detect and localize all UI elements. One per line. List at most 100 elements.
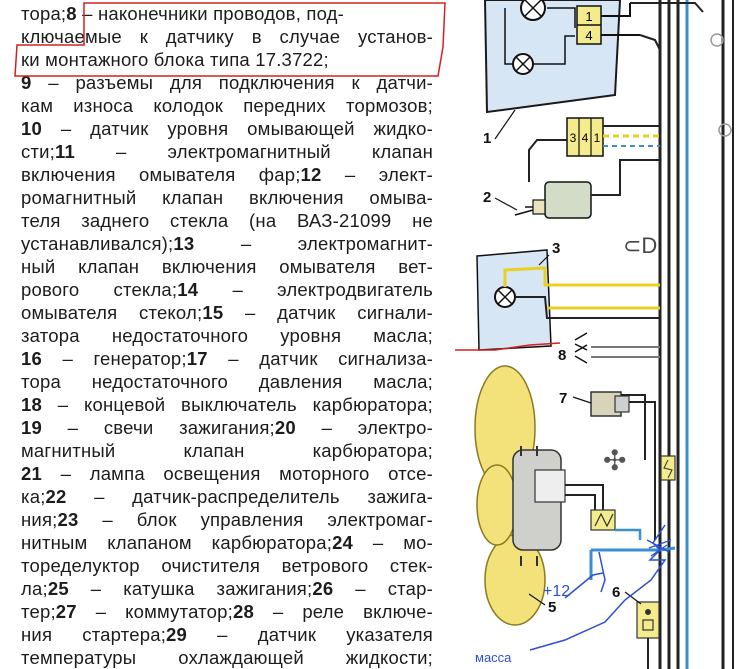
legend-text: – датчик сигнализа- xyxy=(207,348,433,369)
legend-text: температуры охлаждающей жидкости; xyxy=(21,647,433,668)
legend-number: 8 xyxy=(66,3,77,24)
legend-text: рового стекла; xyxy=(21,279,178,300)
legend-line: 10 – датчик уровня омывающей жидко- xyxy=(21,117,433,140)
red-annotation-line xyxy=(455,342,561,351)
plus12-annotation: +12 xyxy=(543,583,570,600)
legend-number: 20 xyxy=(274,417,296,438)
legend-line: тора;8 – наконечники проводов, под- xyxy=(21,2,344,25)
legend-line: магнитный клапан карбюратора; xyxy=(21,439,433,462)
legend-line: ключаемые к датчику в случае установ- xyxy=(21,25,433,48)
legend-number: 17 xyxy=(186,348,208,369)
legend-text: – мо- xyxy=(353,532,433,553)
legend-text: теля заднего стекла (на ВАЗ-21099 не xyxy=(21,210,433,231)
legend-line: затора недостаточного уровня масла; xyxy=(21,324,433,347)
pin-label: 1 xyxy=(585,9,592,24)
legend-text: ромагнитный клапан включения омыва- xyxy=(21,187,433,208)
legend-line: омывателя стекол;15 – датчик сигнали- xyxy=(21,301,433,324)
legend-number: 26 xyxy=(312,578,334,599)
legend-text: ла; xyxy=(21,578,48,599)
legend-number: 27 xyxy=(55,601,77,622)
legend-line: рового стекла;14 – электродвигатель xyxy=(21,278,433,301)
legend-text: тора;8 – наконечники проводов, под-ключа… xyxy=(21,2,433,669)
legend-number: 11 xyxy=(55,141,75,162)
legend-text: – датчик указателя xyxy=(187,624,433,645)
label-7: 7 xyxy=(559,390,567,407)
legend-text: – электро- xyxy=(295,417,433,438)
legend-text: – датчик-распределитель зажига- xyxy=(66,486,433,507)
legend-line: ки монтажного блока типа 17.3722; xyxy=(21,48,329,71)
legend-line: ла;25 – катушка зажигания;26 – стар- xyxy=(21,577,433,600)
legend-line: ный клапан включения омывателя вет- xyxy=(21,255,433,278)
legend-line: ния;23 – блок управления электромаг- xyxy=(21,508,433,531)
legend-number: 10 xyxy=(21,118,42,139)
legend-text: ключаемые к датчику в случае установ- xyxy=(21,26,433,47)
legend-text: тора; xyxy=(21,3,67,24)
legend-text: – наконечники проводов, под- xyxy=(76,3,345,24)
legend-text: – катушка зажигания; xyxy=(68,578,313,599)
legend-number: 13 xyxy=(173,233,195,254)
legend-line: температуры охлаждающей жидкости; xyxy=(21,646,433,669)
svg-text:4: 4 xyxy=(582,131,589,145)
legend-number: 12 xyxy=(300,164,322,185)
legend-text: – датчик уровня омывающей жидко- xyxy=(41,118,433,139)
fan-component-5 xyxy=(474,365,566,626)
fan-icon: ✣ xyxy=(603,445,626,476)
legend-line: сти;11 – электромагнитный клапан xyxy=(21,140,433,163)
legend-text: ния; xyxy=(21,509,58,530)
label-5: 5 xyxy=(548,599,556,616)
label-6: 6 xyxy=(612,584,620,601)
legend-text: затора недостаточного уровня масла; xyxy=(21,325,433,346)
legend-text: – разъемы для подключения к датчи- xyxy=(31,72,433,93)
legend-line: ромагнитный клапан включения омыва- xyxy=(21,186,433,209)
legend-text: включения омывателя фар; xyxy=(21,164,301,185)
legend-number: 29 xyxy=(166,624,188,645)
label-1: 1 xyxy=(483,130,491,147)
legend-text: устанавливался); xyxy=(21,233,174,254)
legend-text: – коммутатор; xyxy=(76,601,233,622)
label-3: 3 xyxy=(552,240,560,257)
legend-text: ки монтажного блока типа 17.3722; xyxy=(21,49,329,70)
legend-number: 16 xyxy=(21,348,42,369)
component-2 xyxy=(544,181,592,219)
legend-line: ния стартера;29 – датчик указателя xyxy=(21,623,433,646)
legend-text: – генератор; xyxy=(41,348,187,369)
legend-line: 9 – разъемы для подключения к датчи- xyxy=(21,71,433,94)
legend-text: – свечи зажигания; xyxy=(41,417,275,438)
label-8: 8 xyxy=(558,347,566,364)
legend-line: 21 – лампа освещения моторного отсе- xyxy=(21,462,433,485)
pin-label: 4 xyxy=(585,28,592,43)
legend-line: 16 – генератор;17 – датчик сигнализа- xyxy=(21,347,433,370)
legend-line: 19 – свечи зажигания;20 – электро- xyxy=(21,416,433,439)
legend-text: – блок управления электромаг- xyxy=(78,509,433,530)
wiring-diagram: 1 4 1 3 4 1 2 ⊂D 3 8 xyxy=(455,0,734,669)
main-harness xyxy=(658,0,734,669)
legend-text: – датчик сигнали- xyxy=(223,302,433,323)
legend-text: – реле включе- xyxy=(253,601,433,622)
legend-text: тер; xyxy=(21,601,56,622)
legend-line: устанавливался);13 – электромагнит- xyxy=(21,232,433,255)
legend-number: 15 xyxy=(202,302,224,323)
connector-block-mid xyxy=(566,117,604,157)
legend-text: – электродвигатель xyxy=(198,279,433,300)
fuse-block xyxy=(660,455,676,481)
legend-line: тоределуктор очистителя ветрового стек- xyxy=(21,554,433,577)
legend-text: – концевой выключатель карбюратора; xyxy=(41,394,433,415)
svg-text:3: 3 xyxy=(570,131,577,145)
legend-number: 19 xyxy=(21,417,42,438)
legend-number: 22 xyxy=(45,486,67,507)
legend-number: 24 xyxy=(332,532,354,553)
legend-text: омывателя стекол; xyxy=(21,302,203,323)
svg-text:1: 1 xyxy=(594,131,601,145)
legend-text: – элект- xyxy=(321,164,433,185)
legend-line: кам износа колодок передних тормозов; xyxy=(21,94,433,117)
legend-text: тоределуктор очистителя ветрового стек- xyxy=(21,555,433,576)
lamp-icon xyxy=(520,0,546,21)
legend-number: 25 xyxy=(47,578,69,599)
fuse-block xyxy=(590,509,616,531)
legend-text: – электромагнит- xyxy=(194,233,433,254)
legend-line: ка;22 – датчик-распределитель зажига- xyxy=(21,485,433,508)
legend-text: магнитный клапан карбюратора; xyxy=(21,440,433,461)
legend-line: 18 – концевой выключатель карбюратора; xyxy=(21,393,433,416)
legend-line: включения омывателя фар;12 – элект- xyxy=(21,163,433,186)
legend-line: нитным клапаном карбюратора;24 – мо- xyxy=(21,531,433,554)
